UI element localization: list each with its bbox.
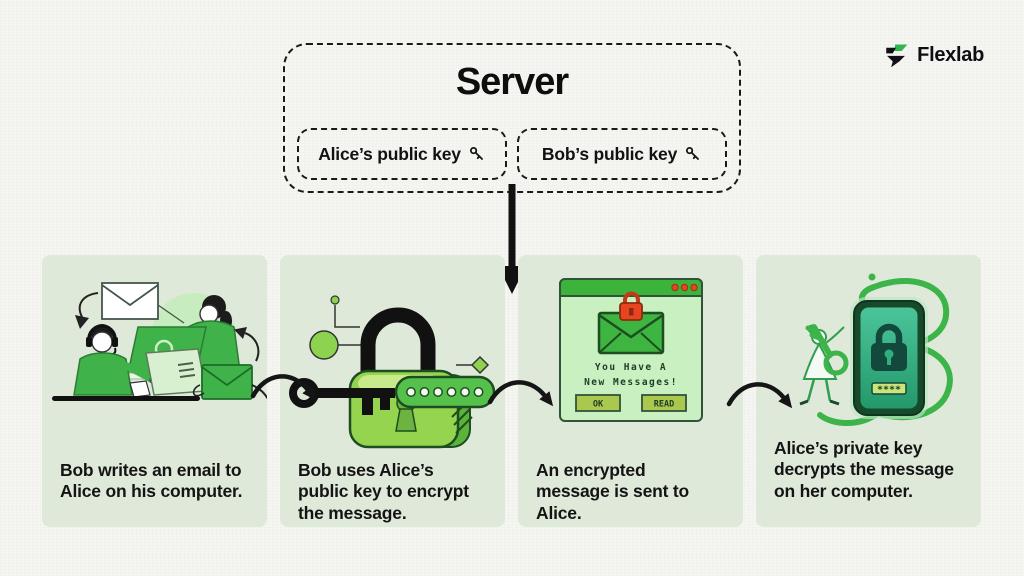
window-message-line2: New Messages! (584, 377, 678, 388)
brand-name: Flexlab (917, 43, 984, 66)
step-card-2: Bob uses Alice’s public key to encrypt t… (280, 255, 505, 527)
step-card-4: **** Alice’s private key decrypts the me… (756, 255, 981, 527)
alice-public-key-label: Alice’s public key (318, 143, 461, 164)
public-key-row: Alice’s public key Bob’s public key (297, 128, 727, 180)
alice-decrypts-phone-illustration: **** (799, 273, 953, 426)
window-ok-button: OK (575, 394, 621, 412)
step-caption-3: An encrypted message is sent to Alice. (536, 460, 689, 523)
server-title: Server (455, 61, 569, 103)
step-card-3: You Have A New Messages! OK READ An encr… (518, 255, 743, 527)
window-read-label: READ (654, 400, 674, 410)
flexlab-logo-icon (886, 44, 908, 68)
key-icon (469, 146, 483, 160)
phone-password-mask: **** (877, 385, 901, 396)
step-caption-2: Bob uses Alice’s public key to encrypt t… (298, 460, 469, 523)
brand-logo: Flexlab (883, 42, 984, 68)
bob-public-key-box: Bob’s public key (517, 128, 727, 180)
flow-arrow-2 (487, 380, 554, 407)
step-caption-1: Bob writes an email to Alice on his comp… (60, 460, 243, 502)
bob-writes-email-illustration (52, 282, 267, 401)
padlock-key-illustration (289, 295, 496, 449)
flow-arrow-1 (250, 374, 317, 401)
step-caption-4: Alice’s private key decrypts the message… (774, 438, 954, 501)
step-card-1: Bob writes an email to Alice on his comp… (42, 255, 267, 527)
alice-public-key-box: Alice’s public key (297, 128, 507, 180)
encrypted-message-window-illustration: You Have A New Messages! OK READ (559, 278, 703, 422)
flow-arrow-3 (726, 382, 793, 409)
window-ok-label: OK (593, 400, 604, 410)
window-read-button: READ (641, 394, 687, 412)
window-message-line1: You Have A (595, 362, 667, 373)
key-icon (686, 146, 700, 160)
bob-public-key-label: Bob’s public key (541, 143, 678, 164)
server-box: Server Alice’s public key Bob’s public k… (283, 43, 741, 193)
